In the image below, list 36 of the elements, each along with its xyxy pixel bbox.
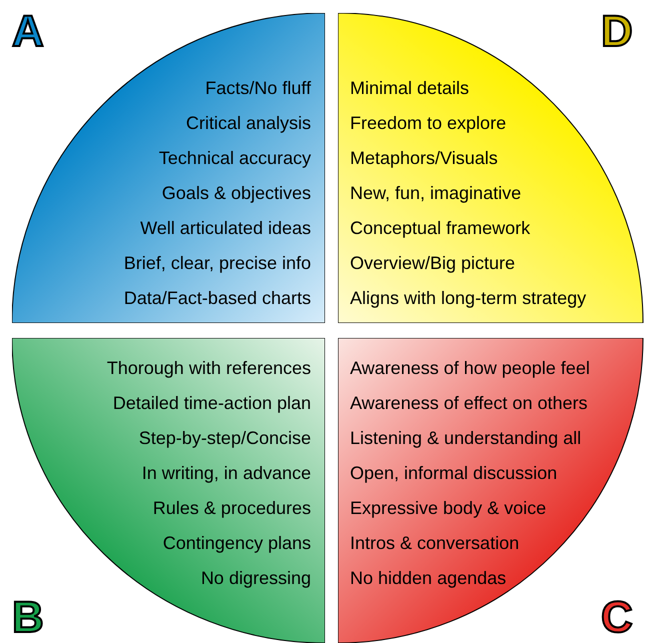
- quadrant-letter: A: [12, 10, 44, 54]
- list-item-text: Rules & procedures: [152, 497, 311, 520]
- quadrant-letter: D: [601, 10, 633, 54]
- list-item-text: Intros & conversation: [350, 532, 520, 555]
- list-item-text: Brief, clear, precise info: [124, 252, 311, 275]
- list-item-text: Aligns with long-term strategy: [350, 287, 586, 310]
- list-item-text: Metaphors/Visuals: [350, 147, 498, 170]
- list-item-text: In writing, in advance: [142, 462, 311, 485]
- list-item-text: Well articulated ideas: [140, 217, 311, 240]
- list-item-text: Conceptual framework: [350, 217, 530, 240]
- quadrant-letter: C: [601, 596, 633, 640]
- list-item-text: Awareness of how people feel: [350, 357, 590, 380]
- list-item-text: Open, informal discussion: [350, 462, 558, 485]
- list-item-text: Contingency plans: [162, 532, 311, 555]
- list-item-text: Facts/No fluff: [205, 77, 311, 100]
- quadrant-letter: B: [12, 596, 44, 640]
- quadrant: [338, 13, 645, 323]
- list-item-text: Critical analysis: [186, 112, 311, 135]
- list-item-text: Listening & understanding all: [350, 427, 582, 450]
- list-item-text: No digressing: [200, 567, 311, 590]
- list-item-text: Data/Fact-based charts: [124, 287, 311, 310]
- list-item-text: Step-by-step/Concise: [138, 427, 311, 450]
- quadrant: [12, 338, 325, 643]
- quadrant: [12, 13, 325, 323]
- list-item-text: No hidden agendas: [350, 567, 506, 590]
- list-item-text: Goals & objectives: [162, 182, 311, 205]
- list-item-text: Thorough with references: [106, 357, 311, 380]
- list-item-text: Minimal details: [350, 77, 470, 100]
- list-item-text: Overview/Big picture: [350, 252, 516, 275]
- list-item-text: Detailed time-action plan: [112, 392, 311, 415]
- list-item-text: New, fun, imaginative: [350, 182, 522, 205]
- quadrant: [338, 338, 645, 643]
- list-item-text: Technical accuracy: [158, 147, 311, 170]
- list-item-text: Expressive body & voice: [350, 497, 546, 520]
- list-item-text: Awareness of effect on others: [350, 392, 588, 415]
- list-item-text: Freedom to explore: [350, 112, 506, 135]
